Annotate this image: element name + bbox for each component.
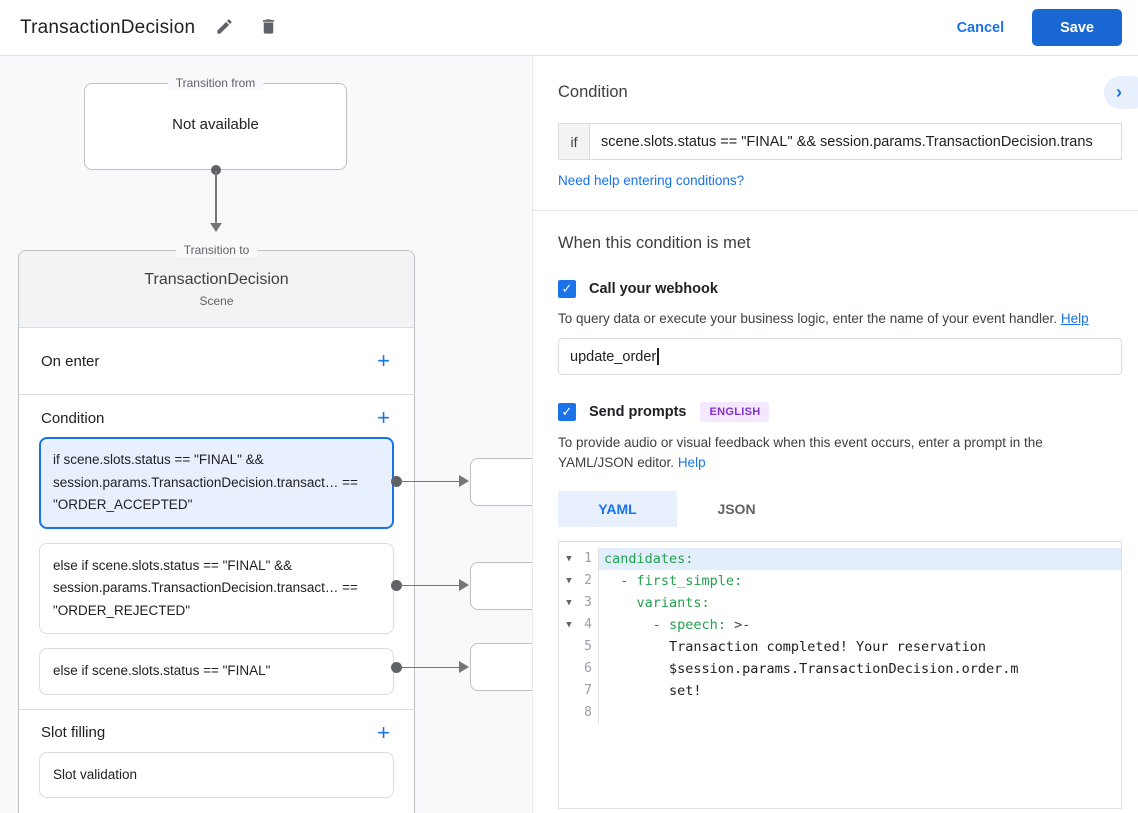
line-number: 5 [579, 636, 599, 658]
chevron-right-icon: › [1116, 82, 1122, 102]
line-number: 7 [579, 680, 599, 702]
tab-json[interactable]: JSON [717, 501, 756, 517]
transition-target-box[interactable] [470, 562, 532, 610]
line-number: 4 [579, 614, 599, 636]
editor-line[interactable]: 7 set! [559, 680, 1121, 702]
scene-name: TransactionDecision [144, 271, 289, 288]
condition-card[interactable]: else if scene.slots.status == "FINAL" [39, 648, 394, 695]
transition-from-label: Transition from [167, 76, 264, 90]
checkmark-icon: ✓ [561, 281, 573, 296]
edit-scene-button[interactable] [209, 13, 239, 43]
add-on-enter-button[interactable]: + [377, 348, 390, 373]
fold-arrow-icon[interactable]: ▼ [566, 598, 572, 608]
condition-section: Condition + if scene.slots.status == "FI… [19, 395, 414, 695]
condition-editor-panel: Condition › if scene.slots.status == "FI… [533, 56, 1138, 813]
webhook-checkbox[interactable]: ✓ [558, 280, 576, 298]
pencil-icon [215, 17, 234, 39]
fold-gutter [559, 702, 579, 724]
prompts-description: To provide audio or visual feedback when… [558, 435, 1043, 470]
page-title: TransactionDecision [20, 16, 196, 38]
editor-line[interactable]: ▼ 2 - first_simple: [559, 570, 1121, 592]
scene-diagram-canvas: Transition from Not available Transition… [0, 56, 533, 813]
save-button[interactable]: Save [1032, 9, 1122, 46]
fold-gutter [559, 680, 579, 702]
condition-connector [391, 475, 471, 488]
slot-validation-card[interactable]: Slot validation [39, 751, 394, 798]
editor-line[interactable]: ▼ 3 variants: [559, 592, 1121, 614]
language-badge: ENGLISH [700, 402, 770, 422]
checkmark-icon: ✓ [561, 404, 573, 419]
condition-help-link[interactable]: Need help entering conditions? [558, 173, 745, 188]
condition-connector [391, 661, 471, 674]
condition-connector [391, 579, 471, 592]
editor-line[interactable]: 8 [559, 702, 1121, 724]
send-prompts-checkbox[interactable]: ✓ [558, 403, 576, 421]
editor-line[interactable]: 6 $session.params.TransactionDecision.or… [559, 658, 1121, 680]
on-enter-label: On enter [41, 352, 100, 370]
slot-filling-label: Slot filling [41, 724, 106, 741]
line-number: 1 [579, 548, 599, 570]
add-condition-button[interactable]: + [377, 405, 390, 430]
code-text: variants: [636, 595, 710, 611]
condition-header-section: Condition › if scene.slots.status == "FI… [533, 56, 1138, 211]
fold-arrow-icon[interactable]: ▼ [566, 554, 572, 564]
fold-gutter [559, 658, 579, 680]
code-text [599, 702, 1121, 724]
transition-from-box: Transition from Not available [84, 76, 347, 170]
editor-line[interactable]: 5 Transaction completed! Your reservatio… [559, 636, 1121, 658]
fold-gutter [559, 636, 579, 658]
panel-condition-title: Condition [558, 83, 628, 101]
line-number: 2 [579, 570, 599, 592]
when-condition-met-section: When this condition is met ✓ Call your w… [533, 211, 1138, 809]
app-header: TransactionDecision Cancel Save [0, 0, 1138, 56]
webhook-description: To query data or execute your business l… [558, 311, 1089, 326]
section-divider [19, 708, 414, 710]
condition-card[interactable]: else if scene.slots.status == "FINAL" &&… [39, 542, 394, 634]
tab-yaml[interactable]: YAML [558, 491, 677, 527]
condition-card[interactable]: if scene.slots.status == "FINAL" && sess… [39, 437, 394, 529]
text-cursor [657, 348, 659, 365]
event-handler-input[interactable]: update_order [558, 338, 1122, 375]
condition-section-label: Condition [41, 409, 105, 427]
code-text: set! [604, 683, 702, 699]
send-prompts-label: Send prompts [589, 404, 687, 420]
fold-arrow-icon[interactable]: ▼ [566, 620, 572, 630]
line-number: 8 [579, 702, 599, 724]
on-enter-row: On enter + [19, 328, 414, 395]
code-text: Transaction completed! Your reservation [604, 639, 987, 655]
webhook-label: Call your webhook [589, 281, 718, 297]
fold-arrow-icon[interactable]: ▼ [566, 576, 572, 586]
scene-card-header[interactable]: TransactionDecision Scene [19, 251, 414, 328]
add-slot-button[interactable]: + [377, 719, 390, 745]
line-number: 6 [579, 658, 599, 680]
when-met-title: When this condition is met [558, 234, 751, 252]
delete-scene-button[interactable] [253, 13, 283, 43]
webhook-help-link[interactable]: Help [1060, 311, 1089, 326]
code-text: candidates: [599, 548, 1121, 570]
condition-expression-input[interactable]: scene.slots.status == "FINAL" && session… [589, 123, 1122, 160]
transition-to-label: Transition to [175, 243, 258, 257]
prompts-help-link[interactable]: Help [677, 455, 706, 470]
code-text: - first_simple: [620, 573, 743, 589]
code-text: - speech: >- [652, 617, 751, 633]
collapse-panel-button[interactable]: › [1104, 76, 1138, 109]
code-text: $session.params.TransactionDecision.orde… [604, 661, 1019, 677]
line-number: 3 [579, 592, 599, 614]
cancel-button[interactable]: Cancel [956, 19, 1005, 36]
trash-icon [259, 17, 278, 39]
slot-filling-section: Slot filling + Slot validation [19, 710, 414, 798]
if-prefix-label: if [558, 123, 589, 160]
transition-to-box: Transition to TransactionDecision Scene … [18, 243, 415, 813]
transition-arrow [210, 165, 222, 235]
scene-type-label: Scene [199, 294, 234, 308]
transition-from-value: Not available [172, 116, 259, 133]
transition-target-box[interactable] [470, 458, 532, 506]
editor-format-tabs: YAML JSON [558, 491, 1122, 527]
transition-target-box[interactable] [470, 643, 532, 691]
editor-line[interactable]: ▼ 4 - speech: >- [559, 614, 1121, 636]
